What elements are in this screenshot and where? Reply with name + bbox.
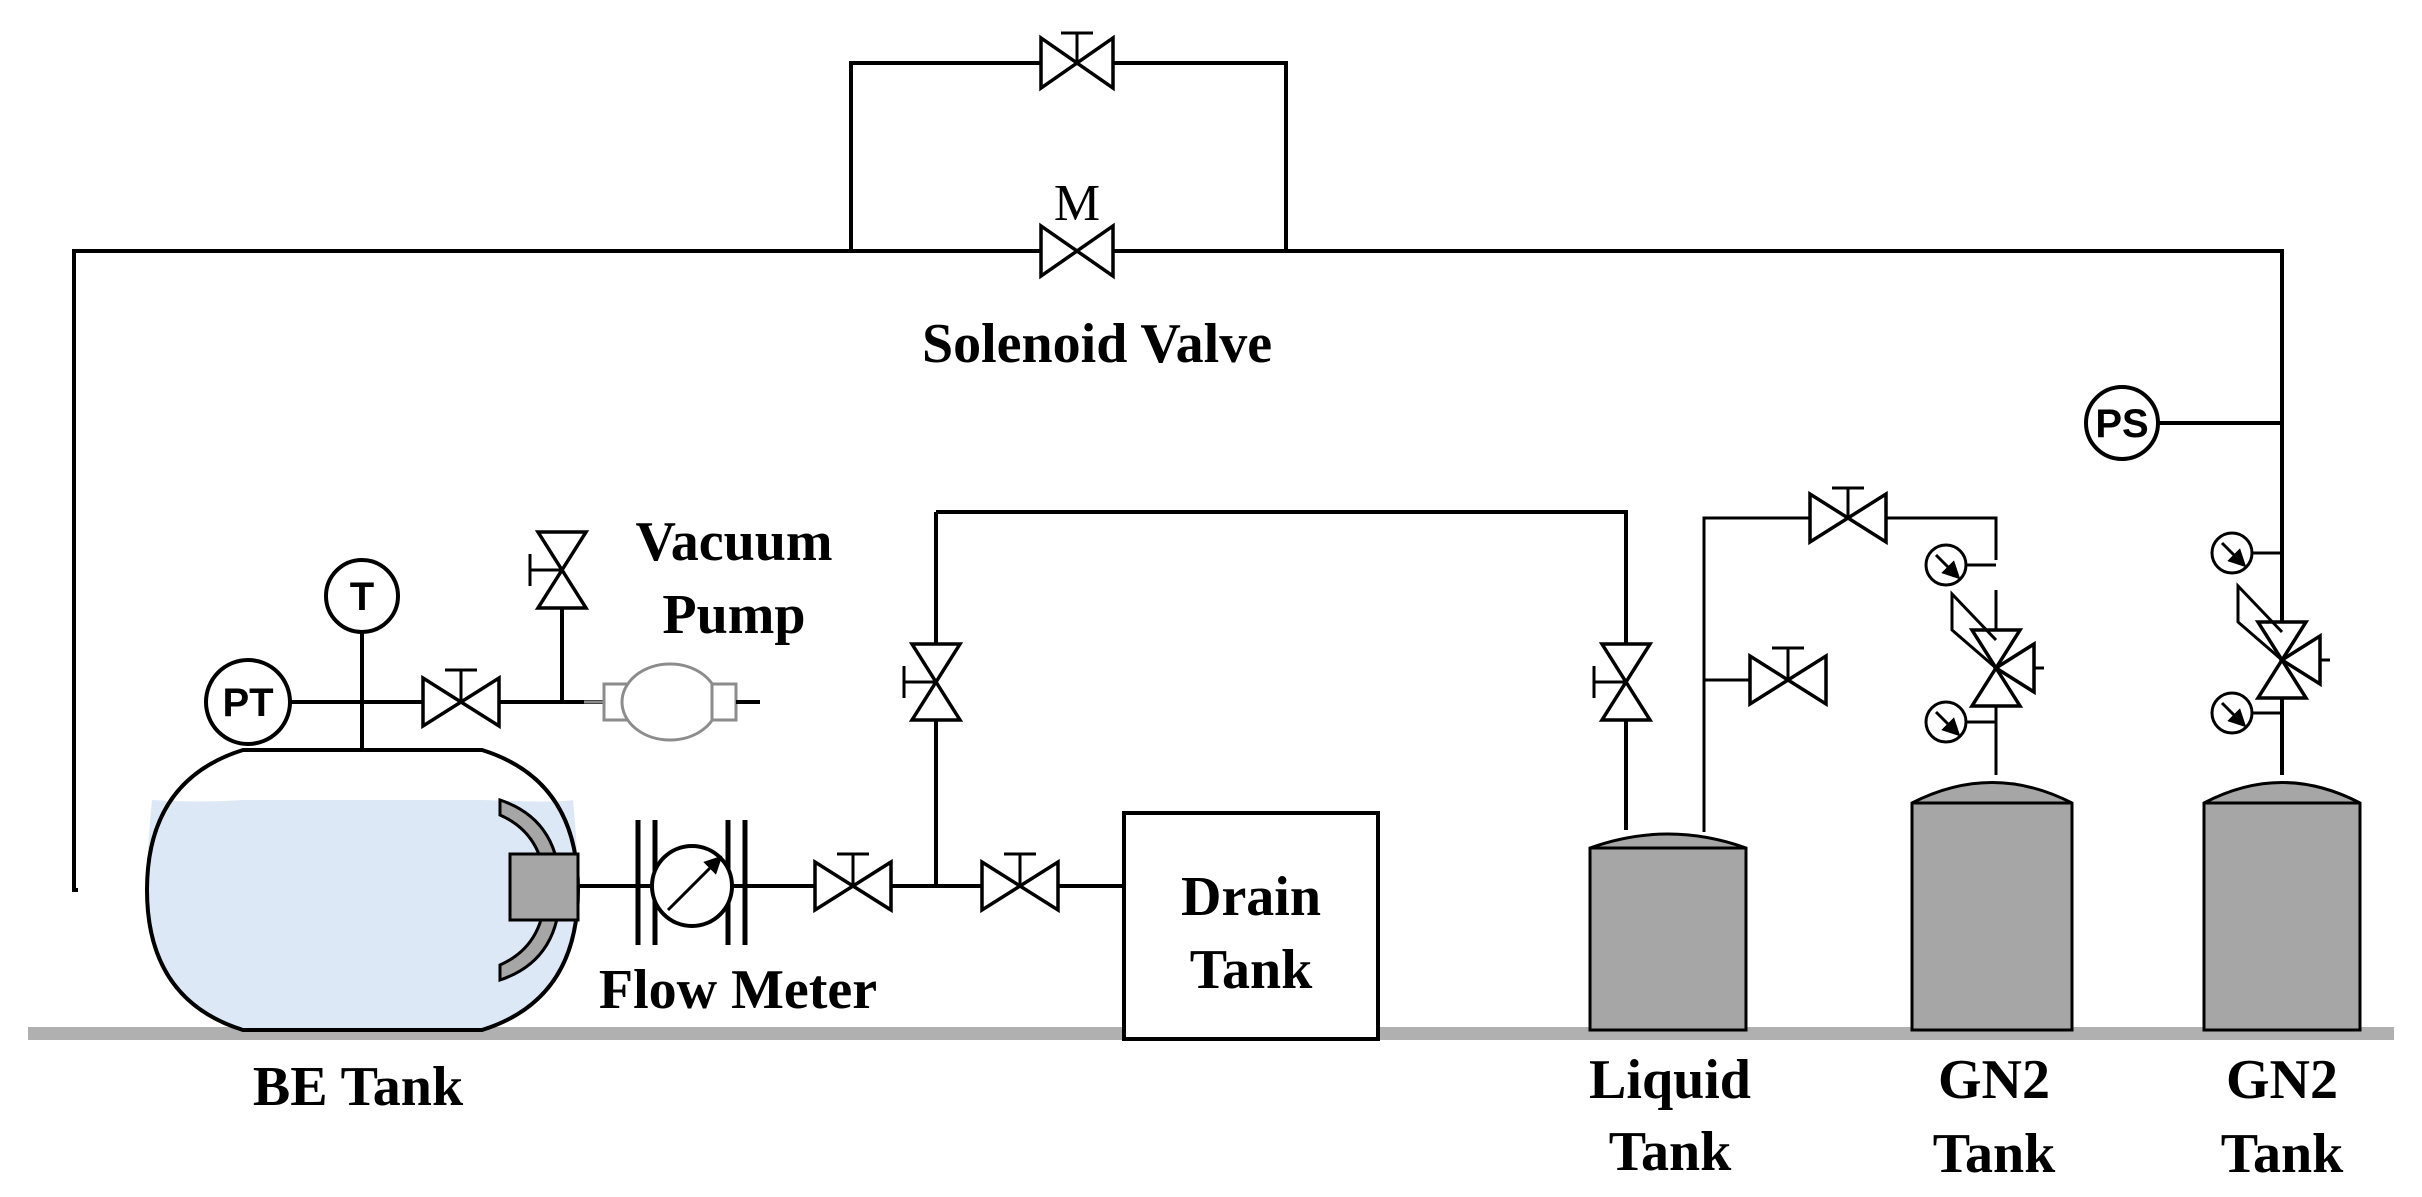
svg-text:PT: PT	[222, 681, 273, 725]
gn2-regulator-b	[2210, 531, 2330, 735]
gn2-tank-b-label-line1: GN2	[2226, 1049, 2338, 1111]
svg-text:T: T	[350, 575, 374, 619]
solenoid-valve	[1039, 222, 1115, 280]
vacuum-pump	[584, 662, 760, 742]
liquid-tank	[1588, 832, 1748, 1032]
gn2-tank-a	[1910, 781, 2074, 1032]
pressure-transmitter: PT	[204, 658, 292, 746]
return-line-valve-left	[902, 642, 964, 722]
vacuum-isolation-valve	[421, 668, 501, 730]
liquid-tank-label-line2: Tank	[1609, 1121, 1732, 1183]
svg-text:Drain: Drain	[1181, 866, 1321, 928]
svg-text:Tank: Tank	[1190, 939, 1313, 1001]
gn2-tank-a-label-line2: Tank	[1933, 1123, 2056, 1185]
gn2-regulator-a	[1924, 543, 2044, 775]
pressure-switch: PS	[2084, 385, 2160, 461]
vacuum-pump-label-line2: Pump	[662, 584, 805, 646]
svg-text:PS: PS	[2095, 402, 2148, 446]
gn2-tank-a-label-line1: GN2	[1938, 1049, 2050, 1111]
gn2-tank-b	[2202, 781, 2362, 1032]
be-tank-label: BE Tank	[253, 1056, 464, 1118]
liquid-tank-inlet-valve	[1592, 642, 1654, 722]
liquid-tank-vent-valve	[1748, 646, 1828, 708]
vacuum-pump-label-line1: Vacuum	[635, 511, 832, 573]
bypass-manual-valve	[1039, 31, 1115, 92]
flow-meter-label: Flow Meter	[599, 959, 877, 1021]
temperature-sensor: T	[324, 558, 400, 634]
solenoid-valve-label: Solenoid Valve	[922, 313, 1272, 375]
drain-valve	[980, 852, 1060, 914]
pressurization-valve	[1808, 486, 1888, 546]
outlet-valve-1	[813, 852, 893, 914]
flow-meter	[635, 820, 748, 945]
liquid-tank-label-line1: Liquid	[1589, 1049, 1751, 1111]
be-tank	[144, 748, 581, 1032]
drain-tank: Drain Tank	[1122, 811, 1380, 1041]
vacuum-vent-valve	[528, 530, 590, 610]
gn2-tank-b-label-line2: Tank	[2221, 1123, 2344, 1185]
solenoid-motor-mark: M	[1054, 175, 1100, 232]
